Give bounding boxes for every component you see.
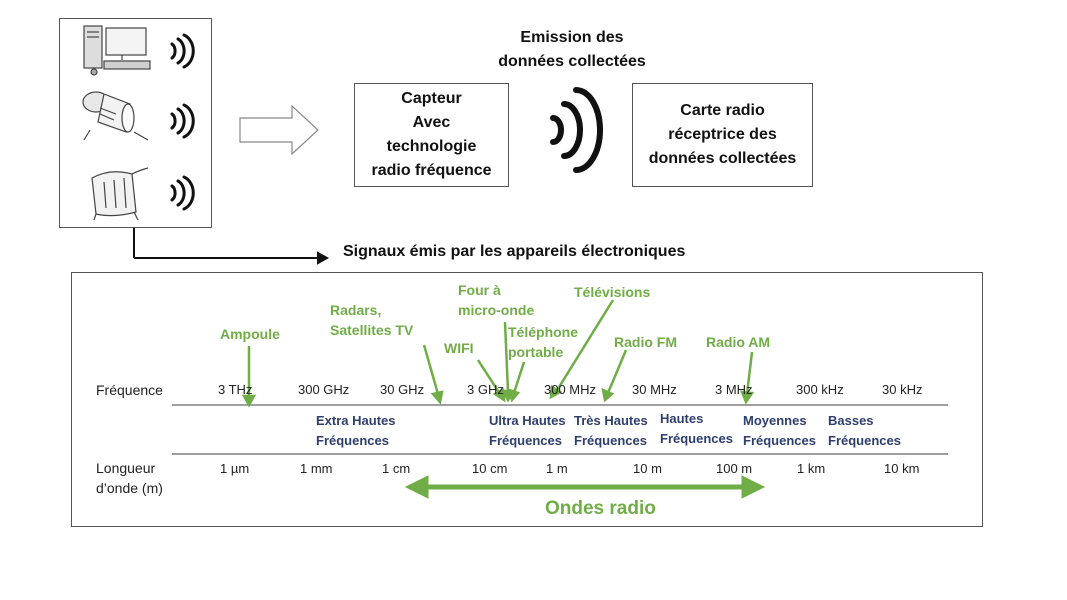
band-label-vhf: Très Hautes Fréquences <box>574 411 648 451</box>
source-label-radars: Radars, Satellites TV <box>330 300 413 340</box>
sensor-line: Capteur <box>371 87 491 111</box>
wavelength-tick: 10 m <box>633 461 662 476</box>
sensor-box: Capteur Avec technologie radio fréquence <box>354 83 509 187</box>
wavelength-tick: 100 m <box>716 461 752 476</box>
sensor-line: Avec <box>371 111 491 135</box>
frequency-tick: 3 THz <box>218 382 252 397</box>
band-label-ehf: Extra Hautes Fréquences <box>316 411 395 451</box>
wavelength-tick: 10 km <box>884 461 919 476</box>
wavelength-tick: 1 cm <box>382 461 410 476</box>
wavelength-tick: 1 µm <box>220 461 249 476</box>
sensor-line: technologie <box>371 135 491 159</box>
sensor-line: radio fréquence <box>371 159 491 183</box>
receiver-line: Carte radio <box>649 99 797 123</box>
heater-icon <box>92 168 148 220</box>
signal-icon <box>172 177 193 209</box>
band-label-uhf: Ultra Hautes Fréquences <box>489 411 566 451</box>
receiver-line: données collectées <box>649 147 797 171</box>
emission-signal-icon <box>553 90 600 170</box>
signals-caption: Signaux émis par les appareils électroni… <box>343 240 685 264</box>
source-label-televisions: Télévisions <box>574 282 650 302</box>
frequency-tick: 3 MHz <box>715 382 753 397</box>
receiver-line: réceptrice des <box>649 123 797 147</box>
frequency-tick: 30 MHz <box>632 382 677 397</box>
band-label-hf: Hautes Fréquences <box>660 409 733 449</box>
flow-arrow-icon <box>240 106 318 154</box>
emission-title: Emission des données collectées <box>472 26 672 74</box>
frequency-tick: 3 GHz <box>467 382 504 397</box>
frequency-tick: 300 kHz <box>796 382 844 397</box>
signal-icon <box>172 105 193 137</box>
wavelength-tick: 1 m <box>546 461 568 476</box>
frequency-tick: 30 GHz <box>380 382 424 397</box>
frequency-tick: 30 kHz <box>882 382 922 397</box>
source-label-four: Four à micro-onde <box>458 280 534 320</box>
frequency-tick: 300 GHz <box>298 382 349 397</box>
connector-arrow <box>134 228 327 263</box>
source-label-radio-fm: Radio FM <box>614 332 677 352</box>
band-label-mf: Moyennes Fréquences <box>743 411 816 451</box>
signal-icon <box>172 35 193 67</box>
frequency-tick: 300 MHz <box>544 382 596 397</box>
radio-waves-label: Ondes radio <box>545 498 656 520</box>
source-label-wifi: WIFI <box>444 338 474 358</box>
band-label-lf: Basses Fréquences <box>828 411 901 451</box>
source-label-radio-am: Radio AM <box>706 332 770 352</box>
wavelength-tick: 1 km <box>797 461 825 476</box>
source-label-ampoule: Ampoule <box>220 324 280 344</box>
frequency-row-label: Fréquence <box>96 380 163 400</box>
receiver-box: Carte radio réceptrice des données colle… <box>632 83 813 187</box>
wavelength-row-label: Longueur d’onde (m) <box>96 458 163 498</box>
wavelength-tick: 10 cm <box>472 461 507 476</box>
lightbulb-icon <box>83 92 148 140</box>
wavelength-tick: 1 mm <box>300 461 333 476</box>
computer-icon <box>84 26 150 75</box>
source-label-telephone: Téléphone portable <box>508 322 578 362</box>
